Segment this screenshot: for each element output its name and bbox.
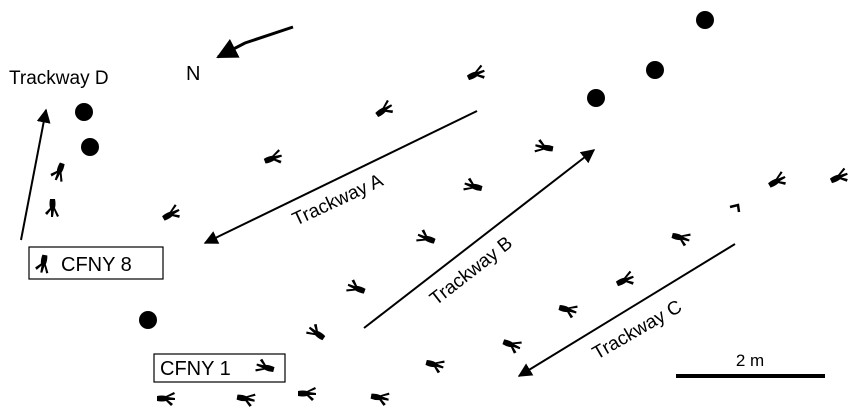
cfny8-label: CFNY 8 [61, 254, 132, 276]
footprint-icon [369, 389, 390, 407]
footprint-icon [614, 270, 637, 291]
marker-dot [646, 61, 664, 79]
cfny1-label: CFNY 1 [160, 358, 231, 380]
footprints-trackway-d [45, 160, 69, 217]
footprint-icon [534, 138, 555, 156]
footprint-icon [500, 335, 523, 355]
footprint-icon [305, 321, 329, 344]
trackway-a-arrow [203, 110, 478, 244]
footprint-icon [828, 167, 850, 188]
footprint-icon [462, 176, 484, 195]
trackway-d-arrow [20, 108, 51, 241]
circle-markers [75, 11, 714, 329]
marker-dot [139, 311, 157, 329]
footprint-icon [415, 228, 438, 248]
marker-dot [81, 138, 99, 156]
trackway-b-arrow [363, 149, 596, 329]
footprint-icon [345, 278, 368, 298]
footprints-trackway-b [305, 138, 555, 344]
scale-bar: 2 m [676, 351, 825, 378]
footprint-icon [160, 203, 183, 225]
north-label: N [186, 63, 200, 85]
footprint-icon [670, 229, 692, 248]
footprint-icon [49, 160, 69, 183]
footprint-icon [157, 392, 175, 406]
footprints-bottom-row [157, 387, 390, 408]
footprint-icon [465, 64, 488, 85]
footprint-icon [45, 199, 59, 217]
footprint-icon [766, 170, 789, 192]
north-arrow: N [186, 25, 294, 85]
cfny1-box: CFNY 1 [153, 353, 286, 383]
cfny8-box: CFNY 8 [28, 246, 164, 280]
marker-dot [75, 103, 93, 121]
marker-dot [587, 89, 605, 107]
trackway-d-label: Trackway D [9, 68, 109, 89]
footprint-icon [557, 301, 579, 320]
partial-footprint-icon [729, 203, 741, 213]
footprint-icon [262, 148, 285, 169]
trackway-c-arrow [517, 243, 736, 377]
scale-bar-label: 2 m [736, 351, 764, 370]
footprint-icon [424, 356, 446, 375]
footprint-icon [298, 387, 316, 401]
marker-dot [696, 11, 714, 29]
footprint-icon [373, 99, 396, 122]
trackway-c-label: Trackway C [589, 296, 686, 364]
footprint-icon [235, 390, 256, 408]
